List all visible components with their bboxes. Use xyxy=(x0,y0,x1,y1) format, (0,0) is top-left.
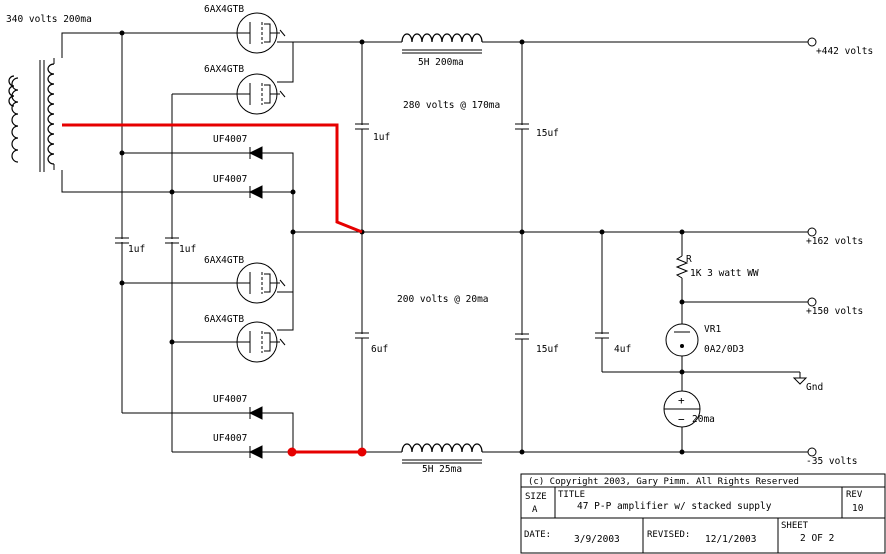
sheet-label: SHEET xyxy=(781,521,809,531)
gnd-label: Gnd xyxy=(806,382,823,393)
svg-text:+: + xyxy=(678,394,685,407)
ccs-label: 20ma xyxy=(692,414,715,425)
input-voltage-label: 340 volts 200ma xyxy=(6,14,92,25)
tube-2-label: 6AX4GTB xyxy=(204,64,244,75)
diode-3-label: UF4007 xyxy=(213,394,247,405)
sheet-value: 2 OF 2 xyxy=(800,533,834,544)
revised-label: REVISED: xyxy=(647,530,690,540)
tube-2 xyxy=(235,73,286,115)
ground-icon xyxy=(792,377,808,385)
cap-15uf-bottom-label: 15uf xyxy=(536,344,559,355)
resistor-zigzag xyxy=(675,255,689,279)
diode-1-label: UF4007 xyxy=(213,134,247,145)
rev-value: 10 xyxy=(852,503,864,514)
output-162-label: +162 volts xyxy=(806,236,863,247)
vr-value-label: 0A2/0D3 xyxy=(704,344,744,355)
cap-1uf-c-label: 1uf xyxy=(373,132,390,143)
cap-6uf-label: 6uf xyxy=(371,344,388,355)
lower-rail-label: 200 volts @ 20ma xyxy=(397,294,489,305)
tube-1-label: 6AX4GTB xyxy=(204,4,244,15)
title-block xyxy=(520,473,886,554)
tube-3 xyxy=(235,262,286,304)
output-442-label: +442 volts xyxy=(816,46,873,57)
title-label: TITLE xyxy=(558,490,585,500)
cap-1uf-a-label: 1uf xyxy=(128,244,145,255)
current-source: + − xyxy=(663,390,701,428)
choke-top-label: 5H 200ma xyxy=(418,57,464,68)
diode-2-label: UF4007 xyxy=(213,174,247,185)
revised-value: 12/1/2003 xyxy=(705,534,756,545)
size-value: A xyxy=(532,505,538,515)
rev-label: REV xyxy=(846,490,863,500)
tube-3-label: 6AX4GTB xyxy=(204,255,244,266)
diode-4-label: UF4007 xyxy=(213,433,247,444)
cap-15uf-top-label: 15uf xyxy=(536,128,559,139)
vr-ref-label: VR1 xyxy=(704,324,721,335)
title-value: 47 P-P amplifier w/ stacked supply xyxy=(577,501,772,512)
choke-top xyxy=(401,33,483,54)
date-value: 3/9/2003 xyxy=(574,534,620,545)
tube-4 xyxy=(235,321,286,363)
cap-4uf-label: 4uf xyxy=(614,344,631,355)
output-150-label: +150 volts xyxy=(806,306,863,317)
transformer xyxy=(8,58,55,172)
choke-bottom-label: 5H 25ma xyxy=(422,464,462,475)
output-neg35-label: -35 volts xyxy=(806,456,857,467)
svg-text:−: − xyxy=(678,413,685,426)
size-label: SIZE xyxy=(525,492,547,502)
resistor-value-label: 1K 3 watt WW xyxy=(690,268,759,279)
tube-4-label: 6AX4GTB xyxy=(204,314,244,325)
cap-1uf-b-label: 1uf xyxy=(179,244,196,255)
tube-1 xyxy=(235,12,286,54)
upper-rail-label: 280 volts @ 170ma xyxy=(403,100,500,111)
resistor-ref-label: R xyxy=(686,254,692,265)
choke-bottom xyxy=(401,443,483,464)
date-label: DATE: xyxy=(524,530,551,540)
voltage-regulator-tube xyxy=(665,323,699,357)
copyright-text: (c) Copyright 2003, Gary Pimm. All Right… xyxy=(528,477,799,487)
highlighted-wire-centertap xyxy=(62,123,363,234)
